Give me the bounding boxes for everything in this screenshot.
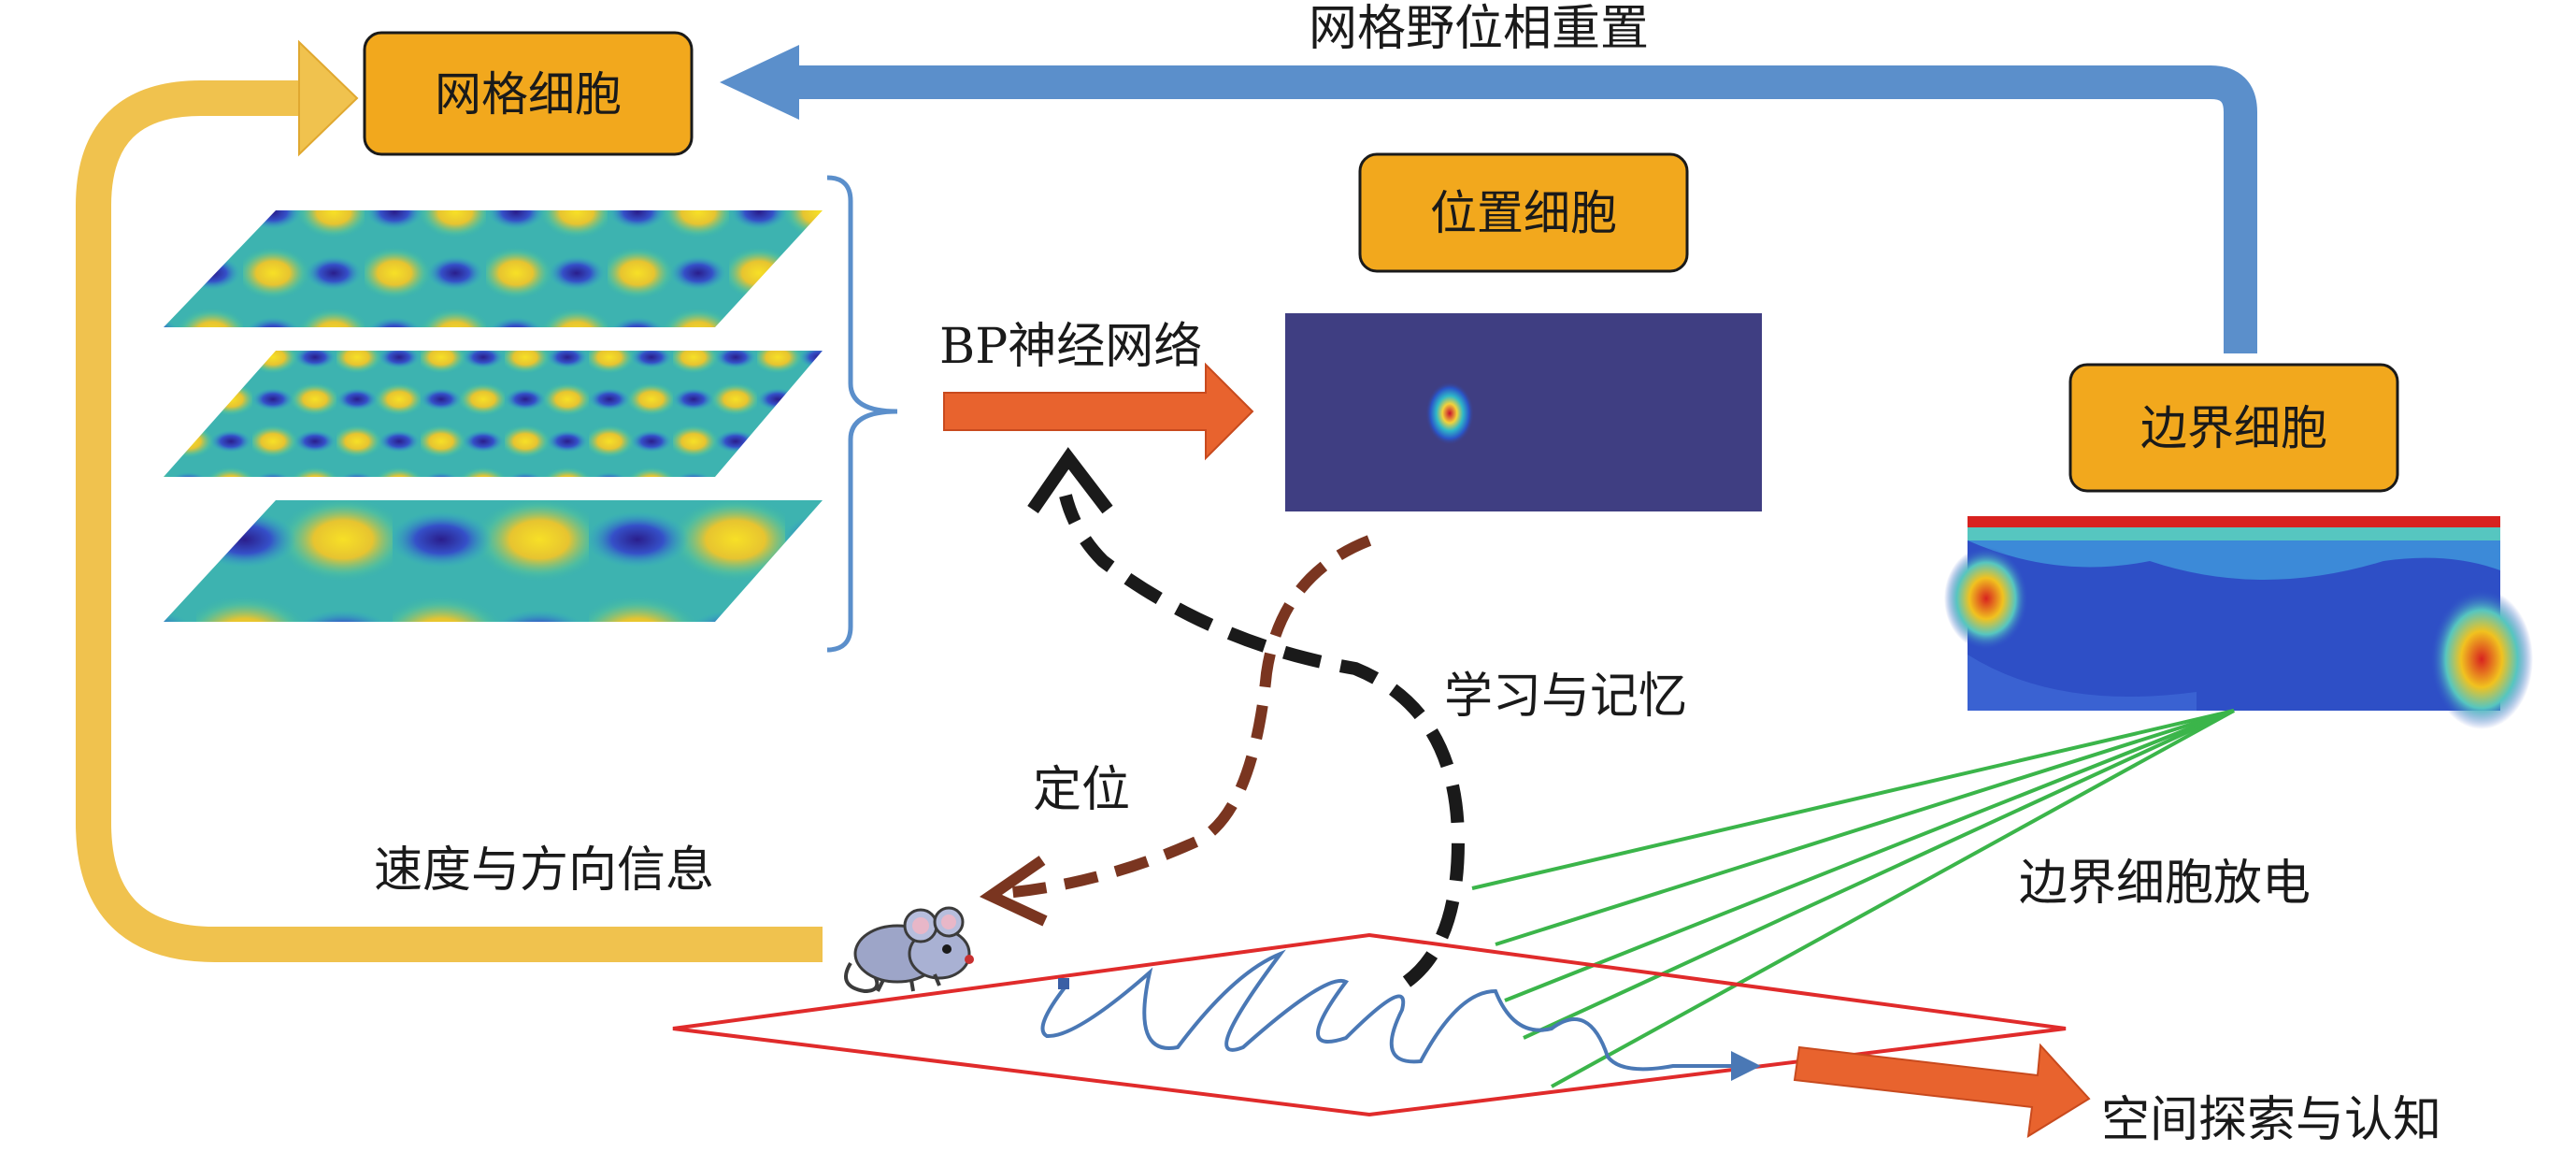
boundary-cells-label: 边界细胞 [2140,401,2327,455]
place-field-map [1285,313,1762,511]
grid-maps-brace [826,175,898,653]
place-cells-label: 位置细胞 [1430,186,1617,240]
trajectory-start-marker [1058,978,1069,989]
grid-cells-label: 网格细胞 [435,67,622,122]
phase-reset-arrow [799,65,2257,353]
grid-map-3 [164,500,823,622]
mouse-icon [844,906,974,994]
grid-map-2 [164,351,823,477]
trajectory-path [1040,949,1761,1081]
phase-reset-arrowhead [720,45,799,120]
learning-memory-arrowhead [1027,447,1113,514]
grid-map-1 [164,210,823,327]
grid-cells-node: 网格细胞 [363,31,694,156]
bp-network-arrow [943,362,1254,461]
boundary-cells-node: 边界细胞 [2068,363,2399,493]
arena-outline [672,932,2067,1117]
boundary-firing-lines [1471,709,2235,1088]
spatial-exploration-arrow [1793,1043,2091,1138]
localization-arrow [1004,535,1372,899]
bp-network-label: BP神经网络 [939,319,1202,375]
phase-reset-label: 网格野位相重置 [1309,1,1649,57]
place-cells-node: 位置细胞 [1358,152,1689,273]
boundary-firing-label: 边界细胞放电 [2019,856,2311,912]
speed-direction-label: 速度与方向信息 [374,842,714,899]
learning-memory-label: 学习与记忆 [1444,669,1687,725]
localization-label: 定位 [1033,762,1130,818]
localization-arrowhead [979,856,1048,927]
boundary-firing-map [1944,516,2533,729]
speed-direction-arrow [76,80,823,962]
learning-memory-arrow [1059,494,1466,987]
spatial-exploration-label: 空间探索与认知 [2101,1092,2441,1148]
speed-direction-arrowhead [298,39,359,157]
